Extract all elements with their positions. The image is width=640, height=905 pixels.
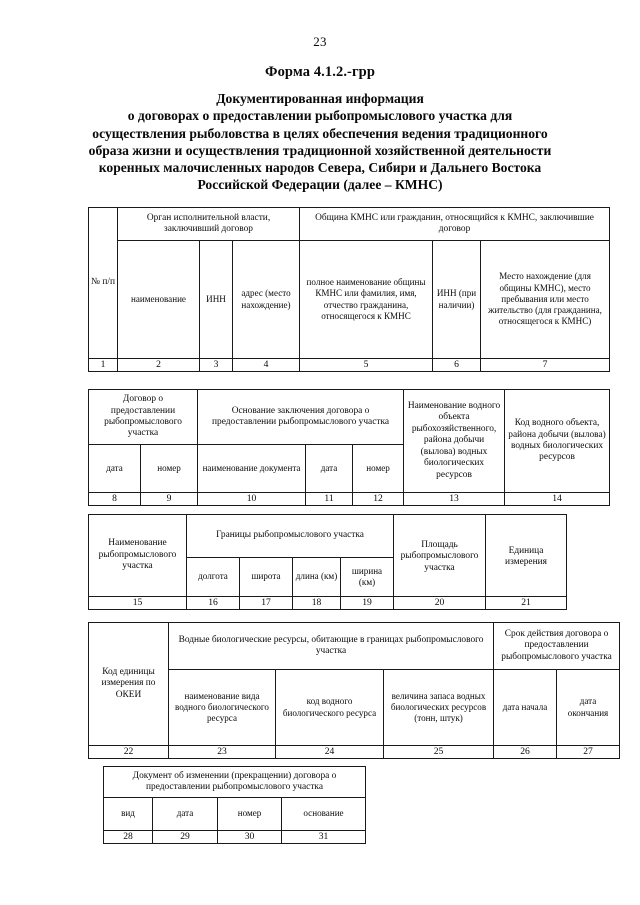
col-number-31: 31 xyxy=(281,830,366,844)
col-header-full-name: полное наименование общины КМНС или фами… xyxy=(299,240,434,359)
col-header-address: адрес (место нахождение) xyxy=(231,240,301,359)
col-header-measure-unit: Единица измерения xyxy=(485,514,567,597)
col-number-7: 7 xyxy=(480,358,611,372)
col-header-start-date: дата начала xyxy=(493,669,558,746)
col-number-16: 16 xyxy=(186,596,240,610)
col-header-doc-name: наименование документа xyxy=(197,444,307,493)
col-header-doc-number: номер xyxy=(352,444,405,493)
col-header-end-date: дата окончания xyxy=(556,669,621,746)
col-header-amend-number: номер xyxy=(217,797,282,831)
page-number: 23 xyxy=(313,34,327,49)
col-header-doc-type: вид xyxy=(103,797,153,831)
col-header-inn: ИНН xyxy=(199,240,233,359)
col-number-20: 20 xyxy=(393,596,486,610)
col-header-location: Место нахождение (для общины КМНС), мест… xyxy=(480,240,611,359)
col-number-27: 27 xyxy=(556,745,621,759)
col-header-water-object-name: Наименование водного объекта рыбохозяйст… xyxy=(403,389,506,493)
col-header-amend-date: дата xyxy=(152,797,218,831)
col-number-14: 14 xyxy=(504,492,611,506)
col-number-26: 26 xyxy=(493,745,558,759)
col-header-contract-date: дата xyxy=(88,444,141,493)
col-number-21: 21 xyxy=(485,596,567,610)
table-row-numbers: 28 29 30 31 xyxy=(103,830,366,844)
col-number-28: 28 xyxy=(103,830,153,844)
table-row-numbers: 8 9 10 11 12 13 14 xyxy=(88,492,611,506)
table-row-numbers: 1 2 3 4 5 6 7 xyxy=(88,358,611,372)
col-number-6: 6 xyxy=(432,358,482,372)
col-header-resource-stock: величина запаса водных биологических рес… xyxy=(382,669,495,746)
col-header-resource-name: наименование вида водного биологического… xyxy=(168,669,276,746)
col-number-11: 11 xyxy=(305,492,354,506)
form-table-columns-28-31: Документ об изменении (прекращении) дого… xyxy=(103,766,366,844)
table-row: вид дата номер основание xyxy=(103,797,366,831)
col-number-2: 2 xyxy=(117,358,200,372)
group-header-amendment-doc: Документ об изменении (прекращении) дого… xyxy=(103,766,366,798)
form-table-columns-8-14: Договор о предоставлении рыбопромысловог… xyxy=(87,389,611,506)
table-row-numbers: 22 23 24 25 26 27 xyxy=(88,745,621,759)
col-header-no: № п/п xyxy=(88,207,118,359)
col-number-12: 12 xyxy=(352,492,405,506)
group-header-kmns-community: Община КМНС или гражданин, относящийся к… xyxy=(299,207,611,241)
col-number-15: 15 xyxy=(88,596,187,610)
col-number-25: 25 xyxy=(382,745,495,759)
table-row: Договор о предоставлении рыбопромысловог… xyxy=(87,389,611,493)
col-number-1: 1 xyxy=(88,358,118,372)
col-number-18: 18 xyxy=(292,596,341,610)
col-number-23: 23 xyxy=(168,745,276,759)
col-header-water-object-code: Код водного объекта, района добычи (выло… xyxy=(504,389,611,493)
col-header-longitude: долгота xyxy=(186,557,240,597)
col-number-29: 29 xyxy=(152,830,218,844)
col-number-9: 9 xyxy=(139,492,199,506)
col-number-3: 3 xyxy=(199,358,233,372)
col-number-4: 4 xyxy=(231,358,301,372)
col-number-13: 13 xyxy=(403,492,506,506)
col-header-inn-if-any: ИНН (при наличии) xyxy=(432,240,482,359)
col-header-latitude: широта xyxy=(239,557,293,597)
col-number-24: 24 xyxy=(275,745,384,759)
table-row: наименование вида водного биологического… xyxy=(89,669,621,746)
form-code: Форма 4.1.2.-грр xyxy=(265,64,375,80)
table-row: долгота широта длина (км) ширина (км) xyxy=(89,557,567,597)
group-header-contract-term: Срок действия договора о предоставлении … xyxy=(493,622,621,670)
title-line-3: осуществления рыболовства в целях обеспе… xyxy=(92,125,548,141)
table-row: Документ об изменении (прекращении) дого… xyxy=(103,766,366,798)
group-header-executive-body: Орган исполнительной власти, заключивший… xyxy=(116,207,301,241)
title-line-5: коренных малочисленных народов Севера, С… xyxy=(98,160,542,176)
title-line-2: о договорах о предоставлении рыбопромысл… xyxy=(127,108,513,124)
table-row: дата номер наименование документа дата н… xyxy=(88,444,610,493)
table-row-numbers: 15 16 17 18 19 20 21 xyxy=(88,596,567,610)
col-number-5: 5 xyxy=(299,358,434,372)
col-header-name: наименование xyxy=(117,240,200,359)
col-header-amend-basis: основание xyxy=(281,797,366,831)
form-table-columns-22-27: Код единицы измерения по ОКЕИ Водные био… xyxy=(88,622,621,759)
col-header-length: длина (км) xyxy=(292,557,341,597)
group-header-contract: Договор о предоставлении рыбопромысловог… xyxy=(87,389,199,445)
col-number-10: 10 xyxy=(197,492,307,506)
form-table-columns-15-21: Наименование рыбопромыслового участка Гр… xyxy=(88,514,567,610)
col-number-19: 19 xyxy=(340,596,394,610)
title-line-6: Российской Федерации (далее – КМНС) xyxy=(197,177,443,193)
col-number-17: 17 xyxy=(239,596,293,610)
title-line-1: Документированная информация xyxy=(216,91,424,106)
col-header-okei-code: Код единицы измерения по ОКЕИ xyxy=(88,622,169,746)
col-header-resource-code: код водного биологического ресурса xyxy=(275,669,384,746)
col-header-site-name: Наименование рыбопромыслового участка xyxy=(88,514,187,597)
group-header-bio-resources: Водные биологические ресурсы, обитающие … xyxy=(167,622,495,670)
group-header-contract-basis: Основание заключения договора о предоста… xyxy=(197,389,405,445)
table-row: Код единицы измерения по ОКЕИ Водные био… xyxy=(88,622,621,746)
title-line-4: образа жизни и осуществления традиционно… xyxy=(88,142,552,158)
col-number-30: 30 xyxy=(217,830,282,844)
group-header-site-boundaries: Границы рыбопромыслового участка xyxy=(186,514,394,558)
document-title: Документированная информация о договорах… xyxy=(44,90,596,194)
col-header-contract-number: номер xyxy=(139,444,199,493)
col-header-site-area: Площадь рыбопромыслового участка xyxy=(393,514,486,597)
col-number-22: 22 xyxy=(88,745,169,759)
table-row: Наименование рыбопромыслового участка Гр… xyxy=(88,514,567,597)
col-header-doc-date: дата xyxy=(305,444,354,493)
col-number-8: 8 xyxy=(88,492,141,506)
table-row: наименование ИНН адрес (место нахождение… xyxy=(89,240,611,359)
col-header-width: ширина (км) xyxy=(340,557,394,597)
table-row: № п/п Орган исполнительной власти, заклю… xyxy=(88,207,611,359)
form-table-columns-1-7: № п/п Орган исполнительной власти, заклю… xyxy=(88,207,611,372)
